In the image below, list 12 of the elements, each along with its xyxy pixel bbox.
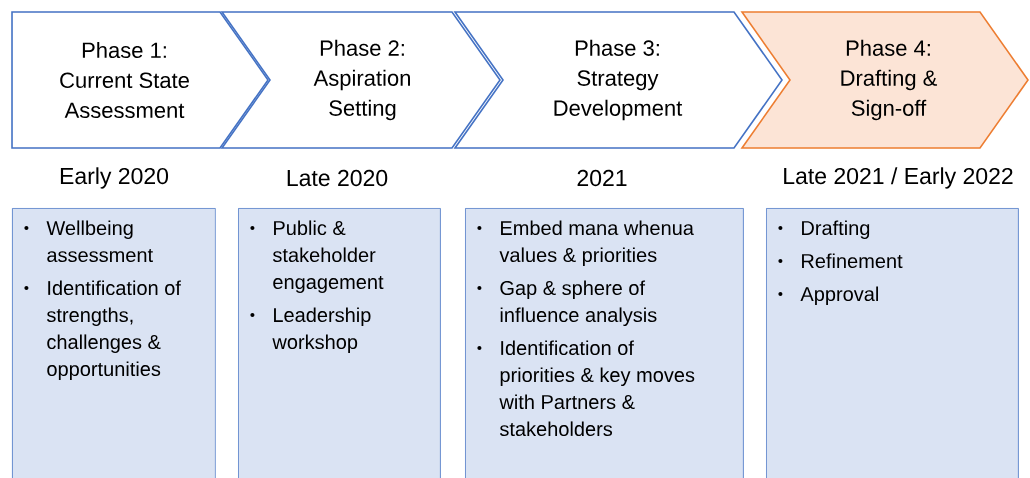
- task-box: Wellbeing assessment Identification of strengths, challenges & opportunities: [12, 208, 216, 478]
- date-label: Late 2020: [287, 169, 388, 187]
- phase-banner: Phase 3: Strategy Development: [453, 11, 783, 149]
- task-box: Public & stakeholder engagement Leadership workshop: [238, 208, 441, 478]
- date-label: Early 2020: [60, 167, 169, 189]
- task-box: Embed mana whenua values & priorities Gap & sphere of influence analysis Identification of priorities & key moves with Partners & stakeholders: [465, 208, 744, 478]
- phase-banner: Phase 1: Current State Assessment: [11, 11, 269, 149]
- phase-banner: Phase 2: Aspiration Setting: [220, 11, 501, 149]
- task-box: Drafting Refinement Approval: [766, 208, 1019, 478]
- date-label: Late 2021 / Early 2022: [784, 167, 1013, 189]
- date-label: 2021: [577, 169, 627, 187]
- phase-banner: Phase 4: Drafting & Sign-off: [740, 11, 1029, 149]
